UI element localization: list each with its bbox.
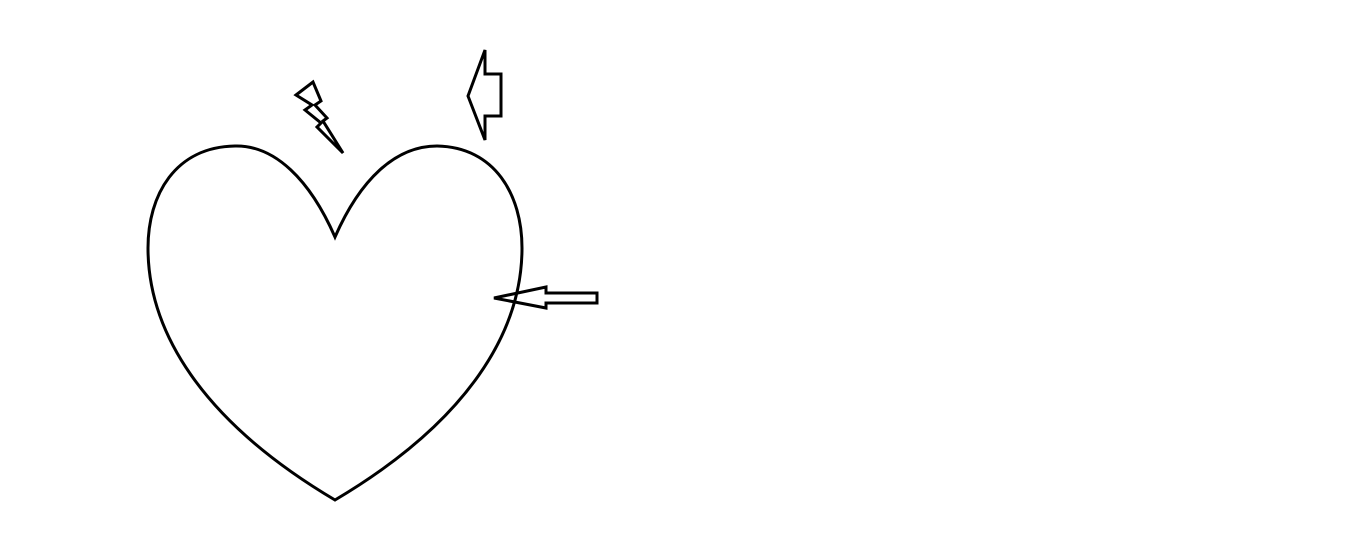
arrow-left-icon — [493, 285, 599, 310]
lightning-bolt-icon — [293, 79, 345, 155]
heart-shape — [146, 144, 524, 502]
block-arrow-left-icon — [466, 49, 503, 141]
